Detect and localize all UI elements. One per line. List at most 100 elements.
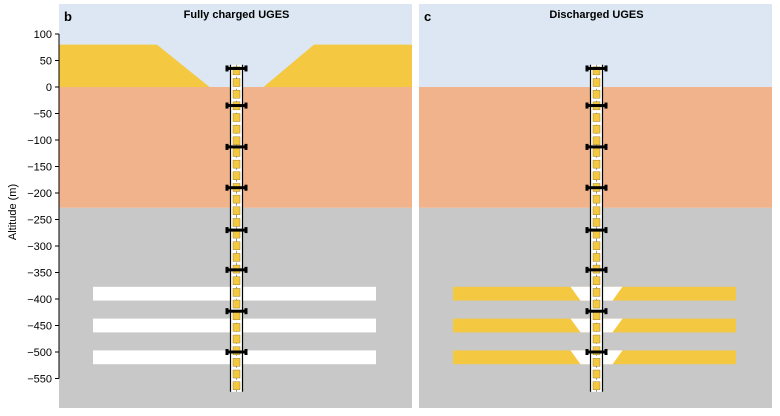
shaft-clamp-left	[585, 65, 589, 72]
sand-container	[232, 218, 241, 227]
shaft-clamp-right	[244, 143, 248, 150]
sand-container	[592, 78, 601, 87]
sand-container	[592, 218, 601, 227]
sand-container	[232, 66, 241, 76]
sand-container	[232, 194, 241, 204]
sand-container	[232, 159, 241, 169]
sand-container	[232, 206, 241, 215]
shaft-clamp-right	[604, 266, 608, 273]
shaft-clamp-left	[585, 143, 589, 150]
shaft-clamp-right	[604, 308, 608, 315]
shaft-clamp-right	[604, 227, 608, 234]
shaft-clamp-left	[225, 184, 229, 191]
y-tick-label: −450	[27, 321, 52, 333]
shaft-clamp-right	[604, 349, 608, 355]
y-tick-label: 100	[34, 29, 52, 41]
y-tick-label: −50	[33, 109, 52, 121]
shaft-clamp	[226, 104, 247, 108]
shaft-clamp-right	[244, 65, 248, 72]
sand-pile-right	[263, 44, 412, 87]
y-tick-label: 0	[46, 82, 52, 94]
panel-title: Fully charged UGES	[184, 9, 290, 21]
sand-container	[592, 171, 601, 181]
shaft-clamp	[586, 350, 607, 354]
sand-container	[232, 89, 241, 99]
shaft-clamp-left	[225, 308, 229, 315]
y-tick-label: −550	[27, 374, 52, 386]
shaft-clamp-right	[604, 65, 608, 72]
shaft-clamp-right	[604, 143, 608, 150]
sand-container	[592, 323, 601, 332]
shaft-clamp-left	[225, 65, 229, 72]
shaft-clamp-right	[244, 102, 248, 109]
sand-pile-left	[59, 44, 210, 87]
y-tick-label: −250	[27, 215, 52, 227]
sand-container	[592, 124, 601, 134]
shaft-clamp-right	[244, 266, 248, 273]
shaft-clamp-left	[225, 102, 229, 109]
sand-container	[232, 369, 241, 379]
y-tick-label: −500	[27, 347, 52, 359]
sand-container	[592, 299, 601, 309]
sand-container	[232, 311, 241, 320]
panel-b: b Fully charged UGES	[59, 4, 412, 408]
sand-container	[592, 381, 601, 390]
shaft-clamp	[226, 66, 247, 70]
shaft-clamp	[226, 309, 247, 313]
sand-container	[592, 159, 601, 169]
sand-container	[232, 78, 241, 87]
sand-container	[592, 206, 601, 215]
shaft-clamp	[586, 145, 607, 149]
shaft-clamp	[226, 268, 247, 272]
panel-c: c Discharged UGES	[419, 4, 772, 408]
sand-container	[592, 136, 601, 146]
sand-container	[232, 113, 241, 122]
sand-container	[232, 136, 241, 146]
shaft-clamp-left	[225, 349, 229, 355]
sand-container	[232, 276, 241, 285]
sand-container	[232, 124, 241, 134]
sand-container	[592, 311, 601, 320]
shaft-clamp-left	[585, 266, 589, 273]
y-tick-label: −300	[27, 241, 52, 253]
shaft-clamp-left	[585, 102, 589, 109]
shaft-clamp-right	[244, 349, 248, 355]
sand-container	[592, 369, 601, 379]
sand-container	[592, 66, 601, 76]
panel-letter: c	[424, 9, 431, 24]
shaft-clamp-left	[585, 227, 589, 234]
shaft-clamp-left	[585, 308, 589, 315]
panel-letter: b	[64, 9, 72, 24]
sand-container	[592, 358, 601, 367]
shaft-clamp	[226, 350, 247, 354]
y-tick-label: −150	[27, 162, 52, 174]
sand-container	[232, 148, 241, 157]
shaft-clamp-right	[244, 227, 248, 234]
sand-container	[592, 241, 601, 250]
shaft-clamp-right	[244, 184, 248, 191]
shaft-clamp-right	[604, 102, 608, 109]
shaft-clamp-left	[225, 227, 229, 234]
panel-title: Discharged UGES	[549, 9, 643, 21]
shaft-clamp-right	[604, 184, 608, 191]
sand-container	[232, 334, 241, 344]
sand-container	[592, 148, 601, 157]
shaft-clamp	[586, 186, 607, 190]
sand-container	[232, 241, 241, 250]
shaft-clamp	[586, 268, 607, 272]
shaft-clamp-left	[585, 349, 589, 355]
shaft-clamp-left	[225, 266, 229, 273]
sand-container	[232, 323, 241, 332]
sand-container	[592, 89, 601, 99]
sand-container	[232, 299, 241, 309]
y-tick-label: −350	[27, 268, 52, 280]
shaft-clamp-right	[244, 308, 248, 315]
shaft-clamp	[226, 228, 247, 232]
sand-container	[592, 194, 601, 204]
y-tick-label: −400	[27, 294, 52, 306]
sand-container	[232, 358, 241, 367]
sand-container	[592, 334, 601, 344]
sand-container	[592, 288, 601, 297]
sand-container	[232, 288, 241, 297]
y-axis: 100500−50−100−150−200−250−300−350−400−45…	[27, 29, 60, 386]
